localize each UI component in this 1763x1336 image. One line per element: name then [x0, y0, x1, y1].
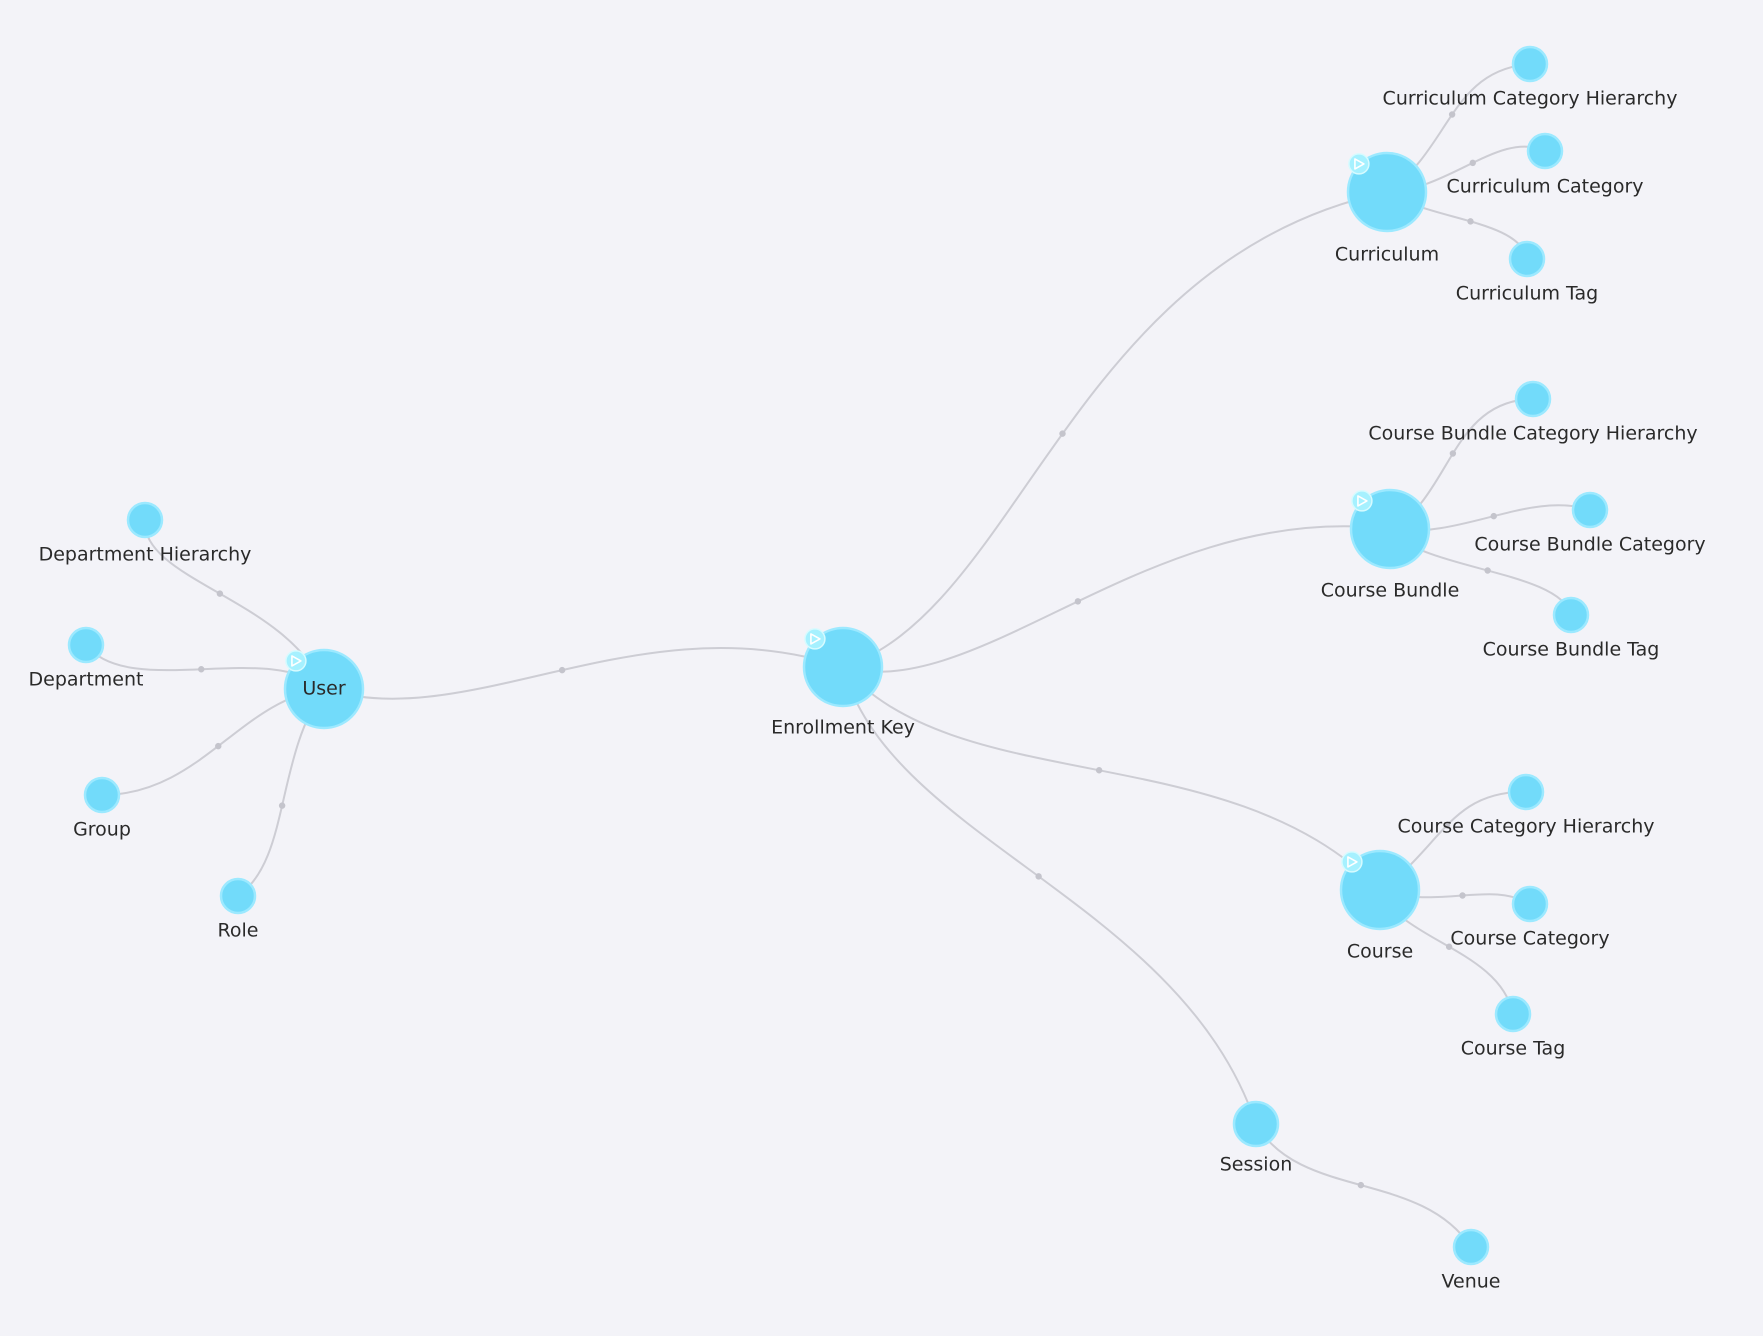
node-department-hierarchy[interactable]: Department Hierarchy: [39, 501, 252, 566]
node-session[interactable]: Session: [1220, 1100, 1293, 1176]
node-circle-curriculum[interactable]: [1346, 151, 1428, 233]
edge-midpoint-enrollment-key-to-course-bundle: [1074, 598, 1082, 605]
node-group[interactable]: Group: [73, 776, 131, 841]
edge-midpoint-curriculum-to-curriculum-category: [1469, 159, 1476, 167]
node-circle-course-bundle[interactable]: [1349, 488, 1431, 570]
node-circle-curriculum-tag[interactable]: [1508, 240, 1546, 278]
play-icon[interactable]: [285, 650, 307, 672]
edge-enrollment-key-to-course-bundle[interactable]: [842, 525, 1391, 673]
edge-midpoint-course-to-course-category-hierarchy: [1443, 822, 1451, 829]
node-label-course-bundle-category-hierarchy: Course Bundle Category Hierarchy: [1368, 423, 1697, 445]
node-enrollment-key[interactable]: Enrollment Key: [771, 626, 915, 739]
node-curriculum-category-hierarchy[interactable]: Curriculum Category Hierarchy: [1383, 45, 1678, 110]
node-circle-course[interactable]: [1339, 849, 1421, 931]
edge-midpoint-course-bundle-to-course-bundle-category-hierarchy: [1449, 450, 1457, 457]
node-department[interactable]: Department: [29, 626, 144, 691]
node-circle-department-hierarchy[interactable]: [126, 501, 164, 539]
edge-midpoint-enrollment-key-to-course: [1095, 767, 1103, 774]
node-circle-session[interactable]: [1232, 1100, 1280, 1148]
node-label-department-hierarchy: Department Hierarchy: [39, 544, 252, 566]
node-circle-course-category-hierarchy[interactable]: [1507, 773, 1545, 811]
node-circle-curriculum-category-hierarchy[interactable]: [1511, 45, 1549, 83]
edge-midpoint-course-bundle-to-course-bundle-tag: [1484, 567, 1491, 574]
node-course-tag[interactable]: Course Tag: [1461, 995, 1566, 1060]
edge-midpoint-user-to-role: [278, 802, 286, 809]
node-course[interactable]: Course: [1339, 849, 1421, 963]
node-label-curriculum: Curriculum: [1335, 244, 1439, 266]
node-course-bundle-category-hierarchy[interactable]: Course Bundle Category Hierarchy: [1368, 380, 1698, 445]
node-label-group: Group: [73, 819, 131, 841]
node-circle-user[interactable]: [283, 648, 365, 730]
node-venue[interactable]: Venue: [1442, 1228, 1501, 1293]
node-curriculum[interactable]: Curriculum: [1335, 151, 1439, 266]
node-label-department: Department: [29, 669, 144, 691]
node-label-course-bundle: Course Bundle: [1321, 580, 1460, 602]
node-circle-course-bundle-category[interactable]: [1571, 491, 1609, 529]
edge-enrollment-key-to-course[interactable]: [842, 666, 1381, 891]
node-circle-role[interactable]: [219, 877, 257, 915]
node-label-course-bundle-tag: Course Bundle Tag: [1483, 639, 1660, 661]
edge-midpoint-user-to-enrollment-key: [558, 666, 566, 674]
edge-midpoint-curriculum-to-curriculum-tag: [1467, 218, 1474, 225]
node-label-course-bundle-category: Course Bundle Category: [1474, 534, 1705, 556]
edge-midpoint-course-bundle-to-course-bundle-category: [1490, 512, 1497, 520]
node-course-bundle-category[interactable]: Course Bundle Category: [1474, 491, 1706, 556]
play-icon[interactable]: [804, 628, 826, 650]
play-icon[interactable]: [1351, 490, 1373, 512]
edge-midpoint-user-to-department: [198, 666, 205, 673]
node-label-curriculum-category: Curriculum Category: [1446, 176, 1643, 198]
nodes-layer: Enrollment Key User Department HierarchyDe…: [29, 45, 1706, 1293]
node-curriculum-category[interactable]: Curriculum Category: [1446, 132, 1644, 198]
node-circle-department[interactable]: [67, 626, 105, 664]
node-circle-enrollment-key[interactable]: [802, 626, 884, 708]
play-icon[interactable]: [1348, 153, 1370, 175]
node-circle-course-tag[interactable]: [1494, 995, 1532, 1033]
node-label-role: Role: [218, 920, 259, 942]
node-label-curriculum-tag: Curriculum Tag: [1456, 283, 1598, 305]
edge-user-to-enrollment-key[interactable]: [323, 646, 844, 700]
node-circle-course-bundle-category-hierarchy[interactable]: [1514, 380, 1552, 418]
edge-midpoint-user-to-group: [215, 742, 222, 750]
edge-midpoint-enrollment-key-to-curriculum: [1059, 430, 1066, 437]
edge-midpoint-course-to-course-category: [1459, 892, 1466, 899]
node-label-venue: Venue: [1442, 1271, 1501, 1293]
node-curriculum-tag[interactable]: Curriculum Tag: [1456, 240, 1598, 305]
node-course-category-hierarchy[interactable]: Course Category Hierarchy: [1397, 773, 1655, 838]
node-course-category[interactable]: Course Category: [1450, 885, 1610, 950]
edge-enrollment-key-to-curriculum[interactable]: [842, 191, 1388, 668]
node-user[interactable]: User: [283, 648, 365, 730]
edge-midpoint-curriculum-to-curriculum-category-hierarchy: [1448, 111, 1456, 118]
edge-midpoint-user-to-department-hierarchy: [216, 590, 224, 597]
node-circle-group[interactable]: [83, 776, 121, 814]
node-label-enrollment-key: Enrollment Key: [771, 717, 915, 739]
node-circle-course-category[interactable]: [1511, 885, 1549, 923]
node-label-course-category-hierarchy: Course Category Hierarchy: [1397, 816, 1654, 838]
node-label-course: Course: [1347, 941, 1413, 963]
node-circle-course-bundle-tag[interactable]: [1552, 596, 1590, 634]
node-label-curriculum-category-hierarchy: Curriculum Category Hierarchy: [1383, 88, 1678, 110]
node-label-course-tag: Course Tag: [1461, 1038, 1566, 1060]
edge-midpoint-session-to-venue: [1357, 1181, 1365, 1189]
edge-midpoint-enrollment-key-to-session: [1035, 873, 1042, 880]
node-role[interactable]: Role: [218, 877, 259, 942]
play-icon[interactable]: [1341, 851, 1363, 873]
node-course-bundle[interactable]: Course Bundle: [1321, 488, 1460, 602]
node-circle-venue[interactable]: [1452, 1228, 1490, 1266]
node-label-session: Session: [1220, 1154, 1293, 1176]
node-circle-curriculum-category[interactable]: [1526, 132, 1564, 170]
node-course-bundle-tag[interactable]: Course Bundle Tag: [1483, 596, 1660, 661]
edge-midpoint-course-to-course-tag: [1445, 943, 1453, 950]
node-label-course-category: Course Category: [1450, 928, 1609, 950]
node-label-user: User: [302, 678, 345, 700]
